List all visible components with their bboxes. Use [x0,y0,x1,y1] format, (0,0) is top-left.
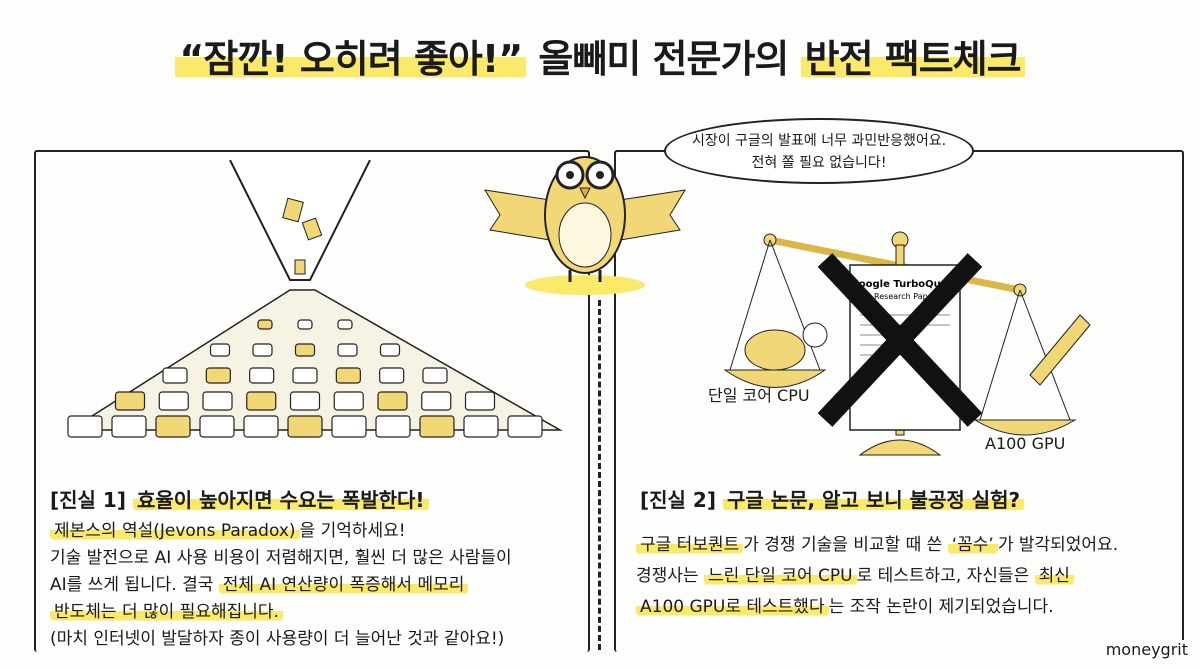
car-icon [199,415,235,438]
car-icon [205,367,231,384]
scale-right-label: A100 GPU [985,434,1066,453]
car-icon [287,415,323,438]
car-icon [464,391,496,411]
car-icon [289,391,321,411]
paper-title: Google TurboQuant [851,279,960,290]
car-icon [331,415,367,438]
car-icon [246,391,277,411]
truth-1-body: 제본스의 역설(Jevons Paradox)을 기억하세요! 기술 발전으로 … [50,521,512,649]
car-icon [209,343,231,357]
watermark: moneygrit [1101,640,1192,659]
balance-scale-illustration: Google TurboQuant Research Paper [723,231,1091,456]
car-icon [297,319,313,330]
car-icon [67,415,103,438]
traffic-funnel-illustration [67,160,563,438]
paper-subtitle: Research Paper [874,292,937,301]
scale-left-label: 단일 코어 CPU [708,386,810,405]
car-icon [379,367,405,384]
cross-out-x-icon [817,253,983,427]
car-icon [292,367,318,384]
owl-expert-illustration [484,156,686,295]
car-icon [158,391,189,411]
speech-bubble: 시장이 구글의 발표에 너무 과민반응했어요. 전혀 쫄 필요 없습니다! [664,118,974,184]
car-icon [333,391,364,411]
car-icon [252,343,273,357]
car-icon [257,319,273,330]
car-icon [202,391,233,411]
car-icon [249,367,275,384]
left-panel [34,150,590,652]
car-icon [377,391,408,411]
car-icon [419,415,455,438]
dashed-divider [598,300,601,650]
car-icon [111,415,147,438]
car-icon [375,415,411,438]
page-title: “잠깐! 오히려 좋아!” 올빼미 전문가의 반전 팩트체크 [0,28,1200,83]
truth-2-heading: [진실 2] 구글 논문, 알고 보니 불공정 실험? [640,484,1025,513]
car-icon [337,319,353,330]
car-icon [337,343,358,357]
car-icon [114,391,146,411]
car-icon [507,415,543,438]
car-icon [294,343,316,357]
car-icon [162,367,188,384]
car-icon [422,367,448,384]
car-icon [463,415,499,438]
car-icon [155,415,191,438]
car-icon [379,343,401,357]
truth-1-heading: [진실 1] 효율이 높아지면 수요는 폭발한다! [50,484,429,513]
car-icon [243,415,279,438]
car-icon [421,391,452,411]
car-icon [335,367,361,384]
